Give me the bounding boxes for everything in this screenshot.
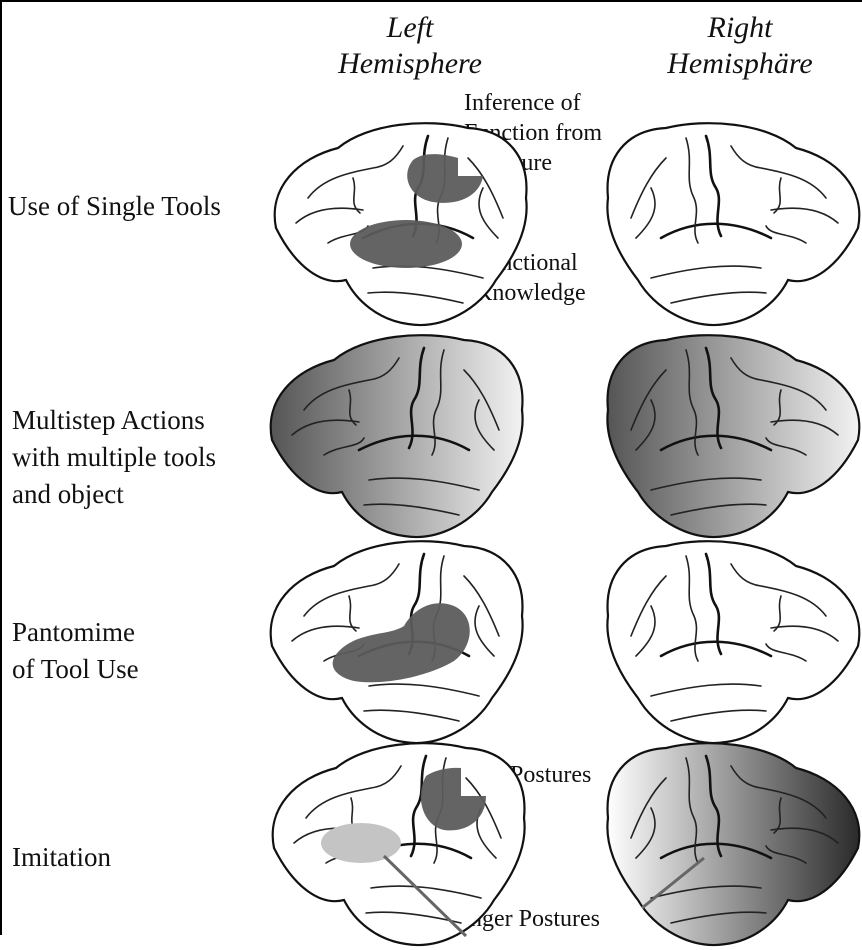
region-finger-postures <box>321 823 401 863</box>
brain-row4-right <box>604 738 862 950</box>
brain-row2-left <box>264 330 526 542</box>
region-functional-knowledge <box>350 220 462 268</box>
row-label-imitation: Imitation <box>12 839 111 876</box>
row-label-multistep-actions: Multistep Actions with multiple tools an… <box>12 402 216 513</box>
brain-row3-left <box>264 536 526 748</box>
brain-row2-right <box>604 330 862 542</box>
brain-row4-left <box>266 738 528 950</box>
brain-row1-right <box>604 118 862 330</box>
brain-row3-right <box>604 536 862 748</box>
brain-row1-left <box>268 118 530 330</box>
header-left-hemisphere: Left Hemisphere <box>300 10 520 82</box>
header-right-hemisphere: Right Hemisphäre <box>630 10 850 82</box>
row-label-pantomime: Pantomime of Tool Use <box>12 614 139 688</box>
row-label-single-tools: Use of Single Tools <box>8 188 221 225</box>
